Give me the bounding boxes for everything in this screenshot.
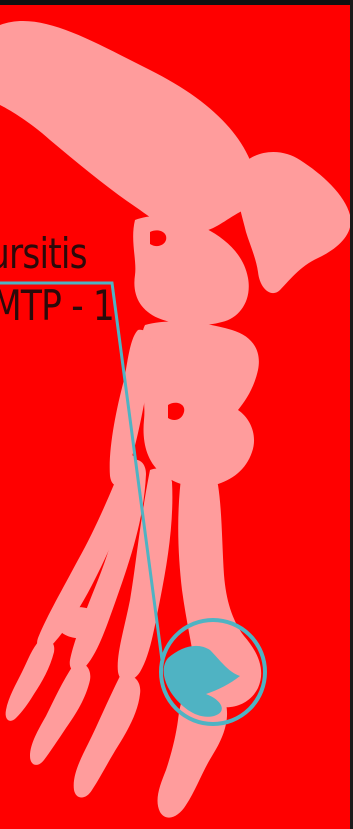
sesamoid-detail bbox=[56, 607, 102, 638]
condition-label: ursitis bbox=[0, 233, 87, 275]
toe-4-phalanges bbox=[6, 639, 55, 721]
cuneiform-bones bbox=[142, 321, 259, 487]
tibia-bone bbox=[0, 21, 256, 233]
talus-bone bbox=[239, 152, 351, 293]
joint-label: MTP - 1 bbox=[0, 285, 114, 327]
